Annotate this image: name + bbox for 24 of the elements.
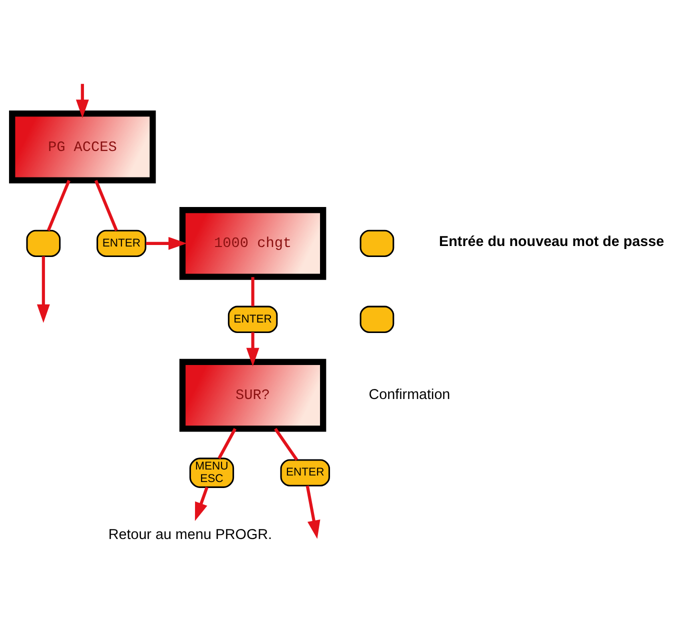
connector bbox=[94, 180, 118, 232]
node-box: 1000 chgt bbox=[179, 207, 326, 280]
label: Confirmation bbox=[368, 387, 450, 404]
label: Entrée du nouveau mot de passe bbox=[439, 234, 664, 250]
connector bbox=[274, 428, 298, 461]
node-box: SUR? bbox=[179, 358, 326, 432]
node-box bbox=[360, 306, 394, 333]
connector bbox=[251, 277, 254, 306]
node-text: Retour au menu PROGR. bbox=[108, 527, 272, 544]
node-box bbox=[360, 230, 394, 258]
node-box: ENTER bbox=[228, 306, 278, 333]
node-box: ENTER bbox=[280, 459, 330, 486]
arrow bbox=[146, 236, 187, 250]
arrow bbox=[36, 256, 50, 323]
node-box: ENTER bbox=[96, 230, 146, 258]
connector bbox=[218, 428, 236, 460]
node-box: PG ACCES bbox=[9, 110, 156, 184]
arrow bbox=[246, 332, 260, 366]
connector bbox=[46, 180, 70, 232]
node-box bbox=[26, 230, 61, 258]
node-box: MENU ESC bbox=[189, 458, 234, 488]
arrow bbox=[76, 84, 89, 118]
arrow bbox=[194, 486, 208, 522]
arrow bbox=[306, 486, 320, 539]
